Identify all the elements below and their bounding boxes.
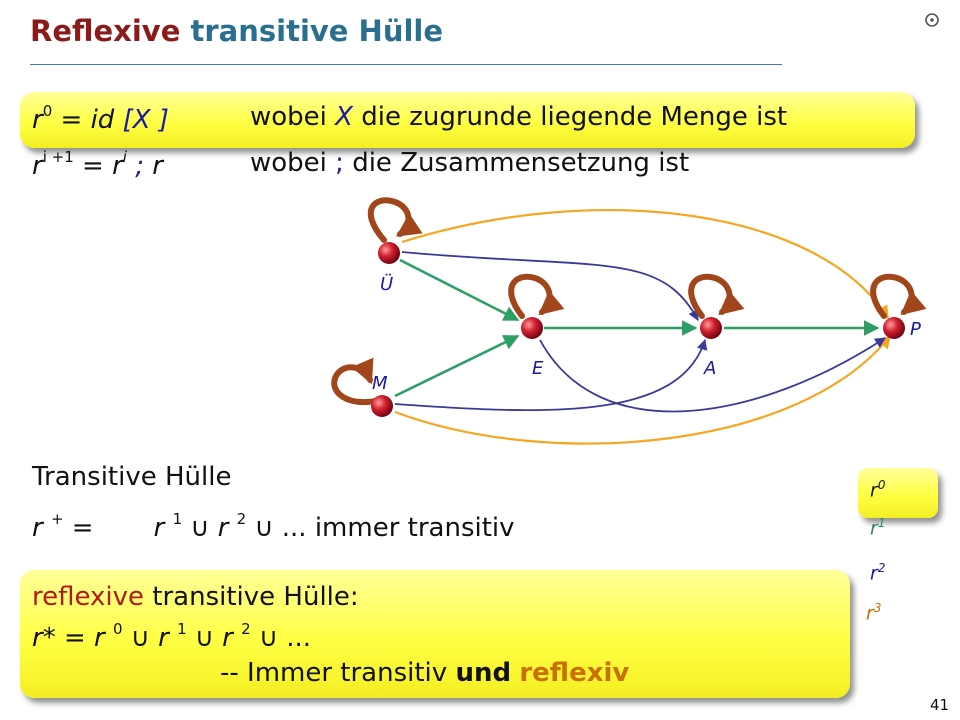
trans-lhs: r bbox=[32, 513, 51, 543]
r0-exponent: 0 bbox=[42, 102, 53, 120]
p0-r: r bbox=[870, 479, 878, 502]
reflexive-note: -- Immer transitiv und reflexiv bbox=[220, 658, 629, 688]
slide-title: Reflexive transitive Hülle bbox=[30, 14, 443, 48]
refl-u1: ∪ bbox=[122, 623, 159, 653]
power-r2: r2 bbox=[870, 561, 885, 584]
loop-U bbox=[367, 197, 423, 243]
ri-r: r bbox=[152, 151, 163, 181]
node-label-P: P bbox=[910, 319, 921, 340]
edge-M-P-orange bbox=[394, 334, 891, 445]
trans-lhs-sup: + bbox=[50, 510, 64, 528]
ri-desc-pre: wobei bbox=[250, 148, 336, 178]
reflexive-heading-rest: transitive Hülle: bbox=[144, 582, 359, 612]
ri-eq: = r bbox=[73, 151, 123, 181]
trans-t2: r bbox=[217, 513, 237, 543]
loop-A bbox=[688, 273, 745, 319]
node-P bbox=[883, 317, 905, 339]
refl-t2: r bbox=[222, 623, 242, 653]
r0-rhs: = id bbox=[52, 105, 123, 135]
p0-exp: 0 bbox=[877, 478, 886, 492]
r0-desc-post: die zugrunde liegende Menge ist bbox=[352, 102, 788, 132]
ri-rhs-exponent: i bbox=[122, 148, 127, 166]
navigation-dot-icon[interactable] bbox=[924, 12, 940, 28]
trans-union1: ∪ bbox=[182, 513, 218, 543]
note-pre: -- Immer transitiv bbox=[220, 658, 456, 688]
page-number: 41 bbox=[930, 696, 950, 714]
loop-P bbox=[870, 273, 927, 319]
trans-t2-exp: 2 bbox=[236, 510, 247, 528]
loop-M bbox=[331, 357, 383, 406]
ri-exponent: i +1 bbox=[42, 148, 74, 166]
r0-set: [X ] bbox=[122, 105, 169, 135]
refl-u3: ∪ bbox=[250, 623, 287, 653]
refl-t0-exp: 0 bbox=[112, 620, 123, 638]
power-r1: r1 bbox=[870, 516, 885, 539]
edge-U-A-blue bbox=[401, 251, 699, 321]
edge-U-E-green bbox=[399, 258, 520, 322]
trans-t1-exp: 1 bbox=[172, 510, 183, 528]
edge-U-P-orange bbox=[401, 209, 889, 320]
definition-r0: r0 = id [X ] bbox=[32, 102, 169, 135]
refl-t1: r bbox=[158, 623, 178, 653]
ri-desc-op: ; bbox=[335, 148, 344, 178]
edge-M-A-blue bbox=[394, 338, 708, 412]
ri-symbol: r bbox=[32, 151, 43, 181]
reflexive-closure-box bbox=[20, 570, 850, 698]
definition-highlight-box bbox=[20, 92, 915, 148]
refl-t2-exp: 2 bbox=[241, 620, 251, 638]
loop-E bbox=[508, 273, 565, 319]
r0-desc-var: X bbox=[335, 102, 353, 132]
ri-compose-op: ; bbox=[126, 151, 153, 181]
power-r0: r0 bbox=[870, 478, 885, 501]
r0-symbol: r bbox=[32, 105, 43, 135]
node-label-A: A bbox=[703, 358, 716, 379]
refl-u2: ∪ bbox=[186, 623, 223, 653]
transitive-heading: Transitive Hülle bbox=[32, 462, 232, 492]
r0-desc-pre: wobei bbox=[250, 102, 336, 132]
reflexive-word: reflexive bbox=[32, 582, 145, 612]
node-A bbox=[700, 317, 722, 339]
title-underline bbox=[30, 64, 782, 65]
trans-eq: = bbox=[63, 513, 94, 543]
node-M bbox=[371, 395, 393, 417]
edge-E-P-blue bbox=[539, 337, 886, 413]
note-und: und bbox=[455, 658, 512, 688]
node-label-U: Ü bbox=[380, 273, 393, 295]
refl-t1-exp: 1 bbox=[177, 620, 187, 638]
p2-exp: 2 bbox=[877, 561, 886, 575]
p2-r: r bbox=[870, 562, 878, 585]
trans-rest: ... immer transitiv bbox=[281, 513, 515, 543]
power-highlight-box bbox=[858, 468, 938, 518]
p3-exp: 3 bbox=[873, 601, 882, 615]
definition-ri: ri +1 = ri ; r bbox=[32, 148, 163, 181]
node-E bbox=[521, 317, 543, 339]
definition-r0-description: wobei X die zugrunde liegende Menge ist bbox=[250, 102, 787, 132]
trans-t1: r bbox=[153, 513, 173, 543]
p1-r: r bbox=[870, 517, 878, 540]
edge-M-E-green bbox=[394, 334, 520, 398]
note-reflexiv: reflexiv bbox=[519, 658, 630, 688]
reflexive-heading: reflexive transitive Hülle: bbox=[32, 582, 359, 612]
refl-lhs: r* = bbox=[32, 623, 95, 653]
refl-rest: ... bbox=[286, 623, 312, 653]
p1-exp: 1 bbox=[877, 516, 886, 530]
trans-union2: ∪ bbox=[246, 513, 282, 543]
ri-desc-post: die Zusammensetzung ist bbox=[343, 148, 690, 178]
power-r3: r3 bbox=[866, 601, 881, 624]
node-label-M: M bbox=[372, 373, 388, 394]
node-U bbox=[378, 242, 400, 264]
reflexive-definition: r* = r 0 ∪ r 1 ∪ r 2 ∪ ... bbox=[32, 620, 311, 653]
node-label-E: E bbox=[532, 358, 544, 379]
title-words-rest: transitive Hülle bbox=[190, 14, 444, 48]
transitive-definition: r + = r 1 ∪ r 2 ∪ ... immer transitiv bbox=[32, 510, 515, 543]
refl-t0: r bbox=[94, 623, 113, 653]
title-word-reflexive: Reflexive bbox=[30, 14, 181, 48]
p3-r: r bbox=[866, 602, 874, 625]
definition-ri-description: wobei ; die Zusammensetzung ist bbox=[250, 148, 689, 178]
relation-graph: Ü E A P M bbox=[331, 197, 927, 445]
